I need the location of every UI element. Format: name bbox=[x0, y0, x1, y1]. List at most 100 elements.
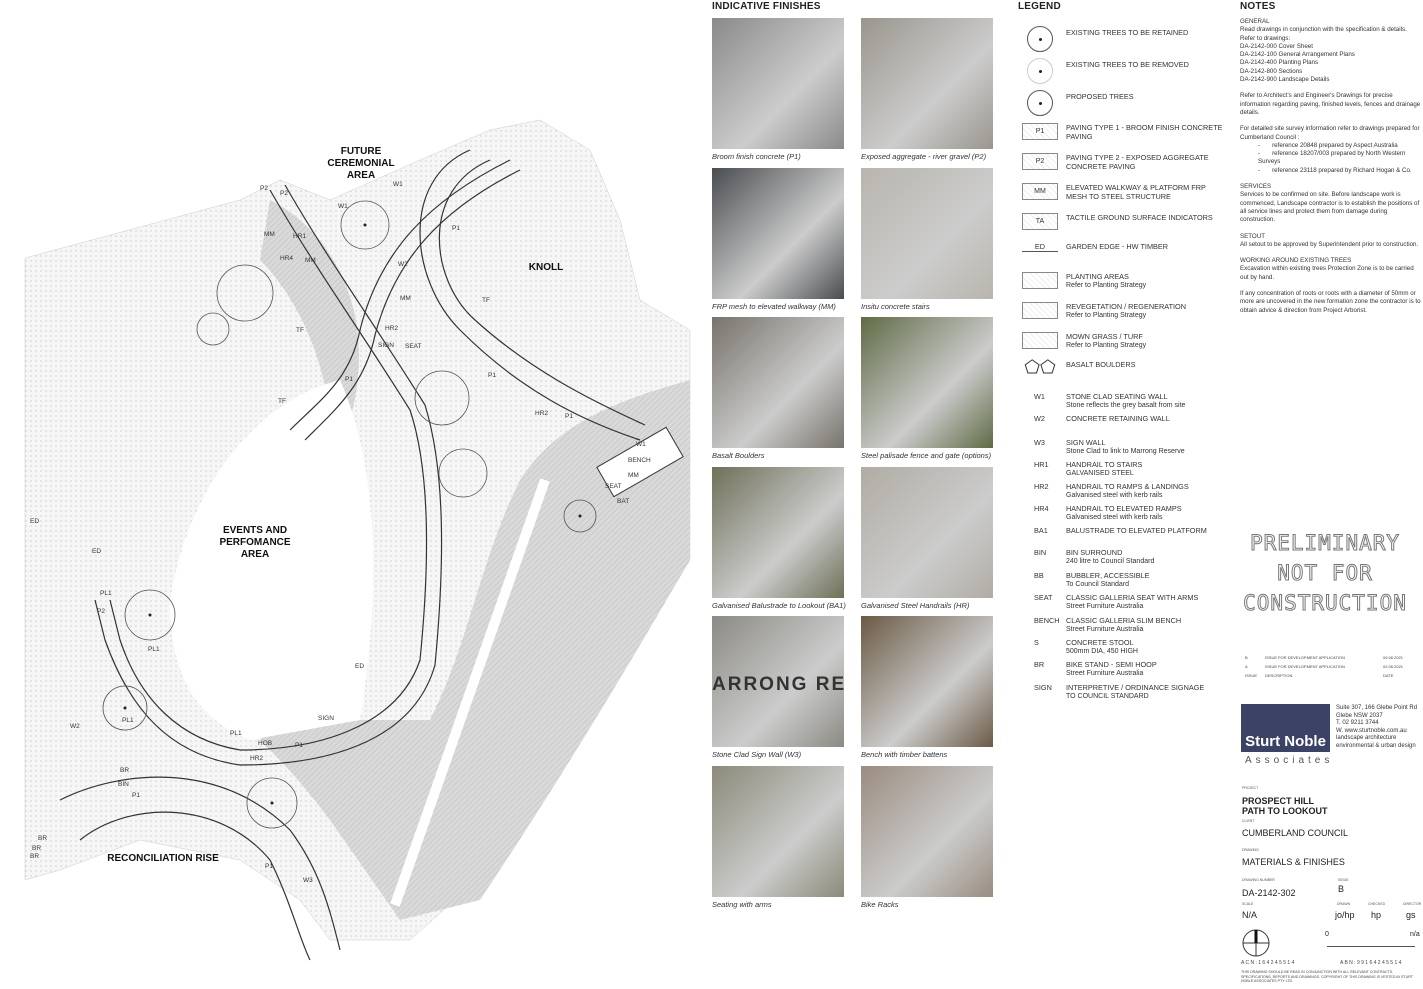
legend-text: INTERPRETIVE / ORDINANCE SIGNAGE bbox=[1066, 683, 1205, 692]
director-label: DIRECTOR bbox=[1403, 902, 1422, 906]
legend-subtext: To Council Standard bbox=[1066, 581, 1130, 588]
finish-item: Galvanised Balustrade to Lookout (BA1) bbox=[712, 466, 846, 610]
notes-reference-text: reference 18207/003 prepared by North We… bbox=[1258, 150, 1406, 166]
legend-subtext: Refer to Planting Strategy bbox=[1066, 312, 1147, 319]
plan-code-tag: P1 bbox=[565, 413, 573, 420]
finish-item: Basalt Boulders bbox=[712, 317, 844, 460]
legend-text: BIKE STAND - SEMI HOOP bbox=[1066, 660, 1157, 669]
landscape-site-plan: FUTURE CEREMONIAL AREA KNOLL EVENTS AND … bbox=[24, 119, 691, 961]
project-label: PROJECT bbox=[1242, 786, 1259, 790]
plan-code-tag: HR2 bbox=[385, 325, 398, 332]
legend-code: SEAT bbox=[1034, 593, 1053, 602]
notes-reference-text: reference 23118 prepared by Richard Hoga… bbox=[1272, 166, 1412, 174]
tree-icon bbox=[1027, 26, 1053, 52]
plan-code-tag: W1 bbox=[338, 203, 348, 210]
legend-subtext: Galvanised steel with kerb rails bbox=[1066, 492, 1163, 499]
director-value: gs bbox=[1406, 910, 1416, 920]
notes-general-line: DA-2142-000 Cover Sheet bbox=[1240, 42, 1313, 50]
legend-subtext: Refer to Planting Strategy bbox=[1066, 342, 1147, 349]
legend-text: GARDEN EDGE - HW TIMBER bbox=[1066, 242, 1169, 251]
disclaimer: THIS DRAWING SHOULD BE READ IN CONJUNCTI… bbox=[1241, 970, 1413, 983]
tree-icon bbox=[1027, 90, 1053, 116]
legend-code: BA1 bbox=[1034, 526, 1048, 535]
finish-caption: Galvanised Balustrade to Lookout (BA1) bbox=[712, 600, 846, 610]
finish-item: Steel palisade fence and gate (options) bbox=[861, 317, 993, 460]
notes: GENERAL Read drawings in conjunction wit… bbox=[1240, 18, 1423, 323]
plan-code-tag: MM bbox=[305, 257, 316, 264]
plan-code-tag: BR bbox=[38, 835, 47, 842]
legend-code: HR4 bbox=[1034, 504, 1049, 513]
notes-services: Services to be confirmed on site. Before… bbox=[1240, 191, 1420, 224]
finish-caption: Stone Clad Sign Wall (W3) bbox=[712, 750, 802, 759]
notes-general-line: Refer to drawings: bbox=[1240, 34, 1291, 42]
legend-text: PROPOSED TREES bbox=[1066, 92, 1134, 101]
notes-general-line: DA-2142-900 Landscape Details bbox=[1240, 76, 1330, 84]
client-name: CUMBERLAND COUNCIL bbox=[1242, 828, 1349, 838]
notes-general-line: DA-2142-100 General Arrangement Plans bbox=[1240, 51, 1355, 59]
plan-code-tag: BAT bbox=[617, 498, 629, 505]
scale-bar-zero: 0 bbox=[1325, 931, 1329, 938]
finish-item: ARRONG RES Stone Clad Sign Wall (W3) bbox=[712, 616, 844, 759]
plan-code-tag: P1 bbox=[265, 863, 273, 870]
legend-text: STONE CLAD SEATING WALL bbox=[1066, 392, 1168, 401]
finish-photo bbox=[861, 317, 993, 448]
plan-code-tag: W2 bbox=[398, 261, 408, 268]
plan-code-tag: BENCH bbox=[628, 457, 651, 464]
scale-bar-end: n/a bbox=[1410, 931, 1420, 938]
plan-code-tag: P1 bbox=[345, 376, 353, 383]
planting-swatch bbox=[1022, 302, 1058, 319]
finish-item: Seating with arms bbox=[712, 765, 844, 909]
plan-code-tag: TF bbox=[296, 327, 304, 334]
address-line: T. 02 9211 3744 bbox=[1336, 720, 1379, 726]
finish-caption: Galvanised Steel Handrails (HR) bbox=[861, 600, 970, 610]
finish-caption: Broom finish concrete (P1) bbox=[712, 152, 801, 161]
legend-text: CLASSIC GALLERIA SEAT WITH ARMS bbox=[1066, 593, 1199, 602]
plan-code-tag: HR2 bbox=[250, 755, 263, 762]
plan-code-tag: MM bbox=[400, 295, 411, 302]
finish-item: Galvanised Steel Handrails (HR) bbox=[861, 466, 993, 610]
plan-code-tag: W1 bbox=[393, 181, 403, 188]
legend-text: CONCRETE STOOL bbox=[1066, 638, 1134, 647]
legend-text: ELEVATED WALKWAY & PLATFORM FRP MESH TO … bbox=[1066, 183, 1206, 201]
plan-code-tag: ED bbox=[30, 518, 39, 525]
plan-code-tag: SEAT bbox=[605, 483, 622, 490]
legend-text: PLANTING AREAS bbox=[1066, 272, 1129, 281]
legend-text: CONCRETE RETAINING WALL bbox=[1066, 414, 1170, 423]
legend-text: BIN SURROUND bbox=[1066, 548, 1123, 557]
tree-icon bbox=[1027, 58, 1053, 84]
plan-code-tag: P2 bbox=[280, 190, 288, 197]
finish-item: Bike Racks bbox=[861, 765, 993, 909]
legend-code: BB bbox=[1034, 571, 1044, 580]
plan-code-tag: HR4 bbox=[280, 255, 293, 262]
legend-subtext: 500mm DIA, 450 HIGH bbox=[1066, 648, 1138, 655]
north-arrow-icon bbox=[1242, 929, 1270, 957]
legend-subtext: GALVANISED STEEL bbox=[1066, 470, 1134, 477]
finish-photo bbox=[861, 466, 993, 598]
label-ceremonial-line1: FUTURE bbox=[341, 146, 382, 157]
plan-code-tag: ED bbox=[92, 548, 101, 555]
legend-text: REVEGETATION / REGENERATION bbox=[1066, 302, 1187, 311]
finish-photo bbox=[712, 466, 844, 598]
notes-reference: - reference 23118 prepared by Richard Ho… bbox=[1258, 166, 1412, 174]
finish-photo: ARRONG RES bbox=[712, 616, 844, 747]
address-line: Glebe NSW 2037 bbox=[1336, 712, 1383, 719]
legend-text: TACTILE GROUND SURFACE INDICATORS bbox=[1066, 213, 1213, 222]
notes-general: Read drawings in conjunction with the sp… bbox=[1240, 26, 1423, 84]
plan-code-tag: W2 bbox=[70, 723, 80, 730]
checked-value: hp bbox=[1371, 910, 1382, 920]
plan-code-tag: SIGN bbox=[318, 715, 334, 722]
legend-subtext: Street Furniture Australia bbox=[1066, 626, 1144, 633]
drawn-label: DRAWN bbox=[1337, 902, 1351, 906]
finish-caption: Bike Racks bbox=[861, 899, 899, 909]
preliminary-stamp: PRELIMINARY NOT FOR CONSTRUCTION bbox=[1240, 528, 1410, 618]
finish-caption: Bench with timber battens bbox=[861, 750, 948, 759]
legend-code: HR2 bbox=[1034, 482, 1049, 491]
notes-setout-heading: SETOUT bbox=[1240, 232, 1265, 240]
plan-code-tag: BIN bbox=[118, 781, 129, 788]
plan-code-tag: PL1 bbox=[100, 590, 112, 597]
legend-code: BR bbox=[1034, 660, 1045, 669]
label-reconciliation: RECONCILIATION RISE bbox=[107, 853, 219, 864]
